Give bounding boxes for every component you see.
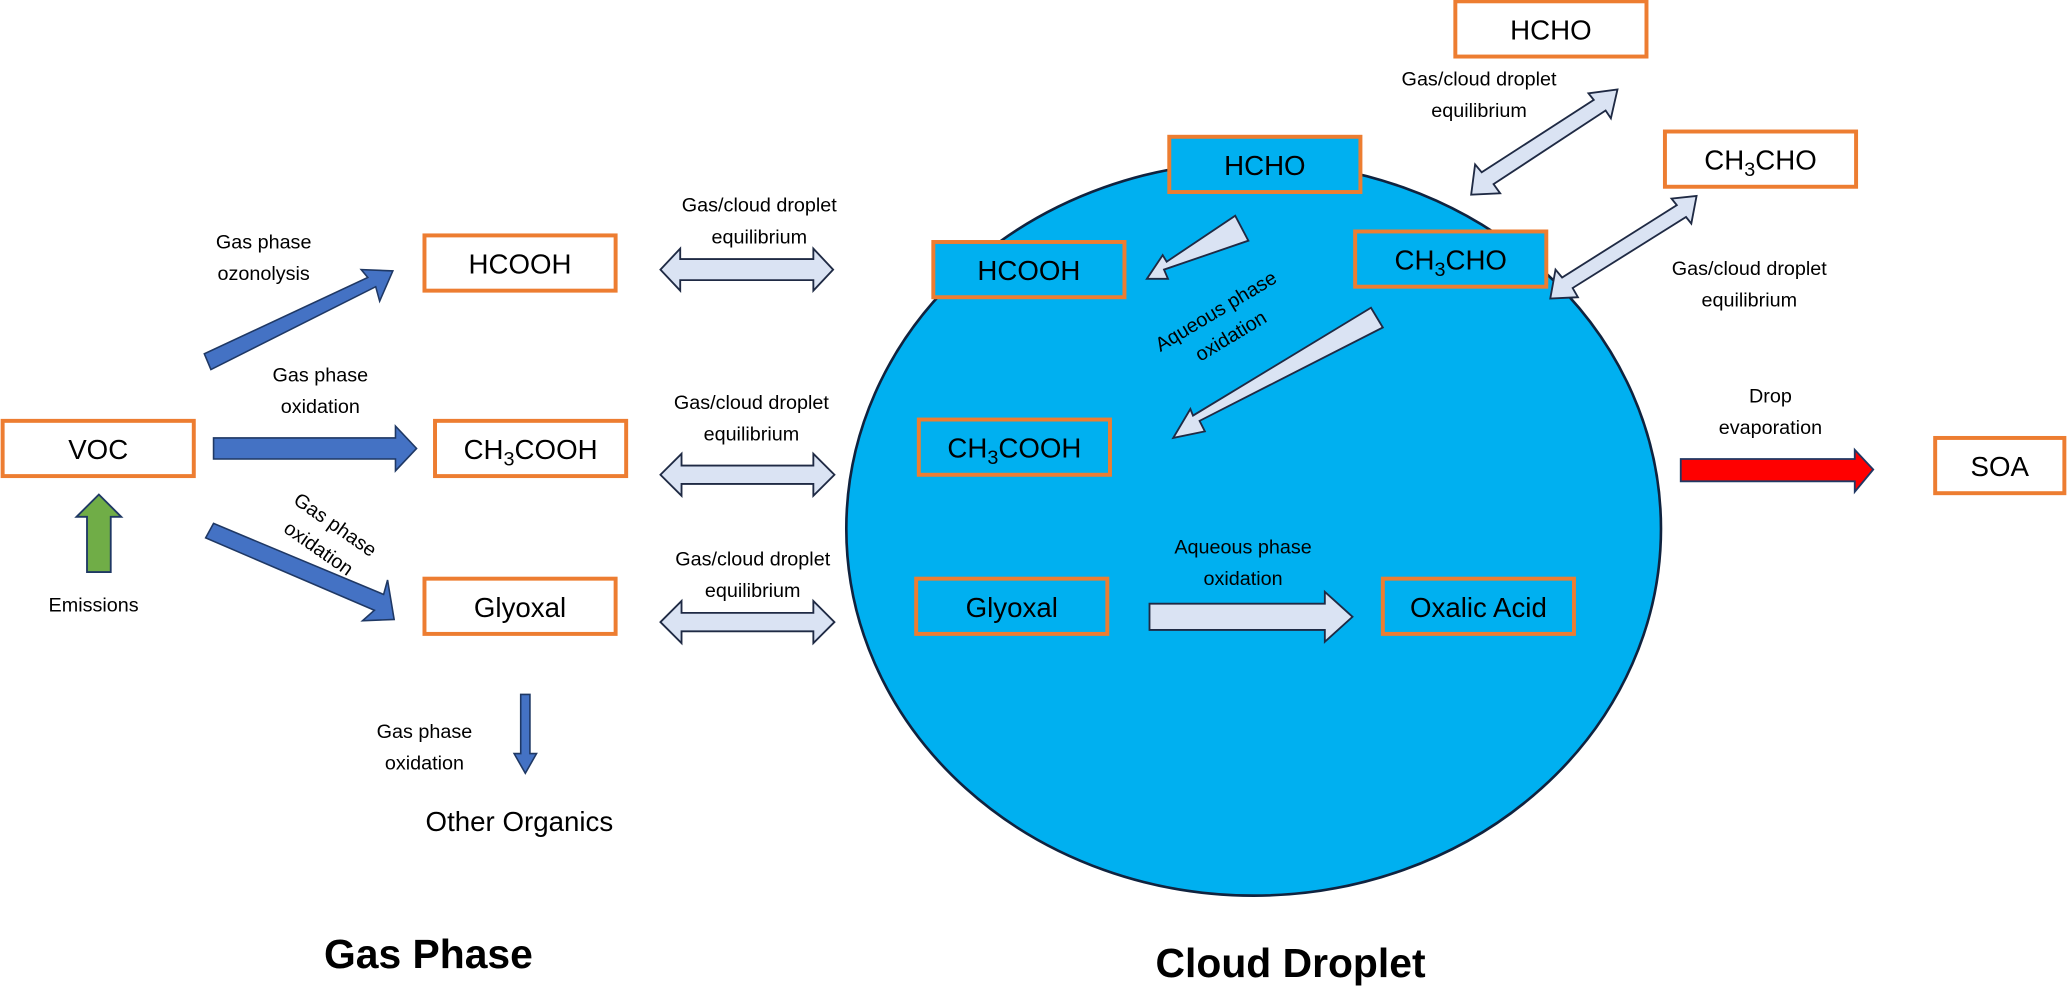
equilibrium-glyoxal-label-line1: Gas/cloud droplet bbox=[675, 549, 830, 571]
droplet-hcooh-label: HCOOH bbox=[977, 255, 1080, 286]
voc-label: VOC bbox=[68, 434, 128, 465]
equilibrium-hcho-label-line2: equilibrium bbox=[1431, 100, 1527, 122]
equilibrium-glyoxal-label-line2: equilibrium bbox=[705, 580, 801, 602]
droplet-hcooh-node: HCOOH bbox=[931, 240, 1127, 300]
equilibrium-ch3cooh-label-line2: equilibrium bbox=[704, 424, 800, 446]
gas-hcooh-label: HCOOH bbox=[469, 249, 572, 280]
voc-node: VOC bbox=[0, 418, 196, 479]
oxidation-ch3cooh-label-line2: oxidation bbox=[281, 396, 360, 418]
droplet-hcho-node: HCHO bbox=[1167, 134, 1363, 194]
oxidation-other-label-line2: oxidation bbox=[385, 752, 464, 774]
aqueous-glyoxal-label-line1: Aqueous phase bbox=[1174, 537, 1311, 559]
equilibrium-hcho-arrow bbox=[1470, 88, 1619, 196]
equilibrium-ch3cooh-arrow bbox=[659, 451, 836, 499]
evaporation-arrow bbox=[1679, 447, 1875, 495]
equilibrium-hcooh-label-line2: equilibrium bbox=[711, 226, 807, 248]
soa-label: SOA bbox=[1971, 451, 2030, 482]
gas-ch3cooh-label: CH3COOH bbox=[464, 434, 598, 471]
droplet-ch3cho-node: CH3CHO bbox=[1353, 229, 1549, 289]
equilibrium-ch3cooh-label-line1: Gas/cloud droplet bbox=[674, 392, 829, 414]
cloud-droplet-title: Cloud Droplet bbox=[1156, 940, 1426, 986]
soa-node: SOA bbox=[1933, 435, 2067, 496]
gas-hcho-node: HCHO bbox=[1453, 0, 1649, 59]
emissions-arrow bbox=[74, 493, 124, 574]
oxidation-other-label-line1: Gas phase bbox=[377, 721, 473, 743]
gas-hcho-label: HCHO bbox=[1510, 14, 1591, 45]
oxidation-ch3cooh-label-line1: Gas phase bbox=[273, 364, 369, 386]
droplet-ch3cooh-label: CH3COOH bbox=[947, 433, 1081, 470]
gas-phase-title: Gas Phase bbox=[324, 931, 533, 977]
droplet-ch3cho-label: CH3CHO bbox=[1394, 245, 1506, 282]
ozonolysis-arrow bbox=[203, 268, 395, 371]
equilibrium-hcho-label-line1: Gas/cloud droplet bbox=[1402, 69, 1557, 91]
equilibrium-ch3cho-label-line1: Gas/cloud droplet bbox=[1672, 258, 1827, 280]
droplet-ch3cooh-node: CH3COOH bbox=[916, 417, 1112, 477]
aqueous-glyoxal-label-line2: oxidation bbox=[1204, 568, 1283, 590]
gas-glyoxal-label: Glyoxal bbox=[474, 592, 566, 623]
ozonolysis-label-line1: Gas phase bbox=[216, 232, 312, 254]
gas-hcooh-node: HCOOH bbox=[422, 233, 618, 293]
aqueous-glyoxal-oxalic-arrow bbox=[1148, 589, 1354, 644]
droplet-oxalic-acid-node: Oxalic Acid bbox=[1380, 576, 1576, 636]
oxidation-ch3cooh-arrow bbox=[212, 424, 418, 473]
equilibrium-hcooh-label-line1: Gas/cloud droplet bbox=[682, 195, 837, 217]
other-organics-label: Other Organics bbox=[426, 806, 614, 837]
gas-ch3cho-node: CH3CHO bbox=[1662, 129, 1859, 189]
oxidation-glyoxal-arrow bbox=[204, 522, 396, 622]
droplet-oxalic-acid-label: Oxalic Acid bbox=[1410, 592, 1547, 623]
equilibrium-hcooh-arrow bbox=[659, 246, 835, 293]
evaporation-label-line2: evaporation bbox=[1719, 417, 1822, 439]
equilibrium-ch3cho-label-line2: equilibrium bbox=[1701, 289, 1797, 311]
droplet-glyoxal-node: Glyoxal bbox=[914, 576, 1110, 636]
gas-ch3cho-label: CH3CHO bbox=[1704, 145, 1816, 182]
gas-ch3cooh-node: CH3COOH bbox=[433, 418, 629, 479]
equilibrium-ch3cho-arrow bbox=[1549, 194, 1698, 300]
ozonolysis-label-line2: ozonolysis bbox=[217, 263, 309, 285]
gas-glyoxal-node: Glyoxal bbox=[422, 576, 618, 636]
droplet-hcho-label: HCHO bbox=[1224, 150, 1305, 181]
droplet-glyoxal-label: Glyoxal bbox=[966, 592, 1058, 623]
oxidation-other-arrow bbox=[512, 693, 538, 775]
emissions-label: Emissions bbox=[49, 595, 139, 617]
aqueous-hcho-hcooh-arrow bbox=[1145, 214, 1250, 280]
aqueous-ch3cho-ch3cooh-arrow bbox=[1171, 306, 1385, 440]
equilibrium-glyoxal-arrow bbox=[659, 598, 836, 646]
evaporation-label-line1: Drop bbox=[1749, 385, 1792, 407]
